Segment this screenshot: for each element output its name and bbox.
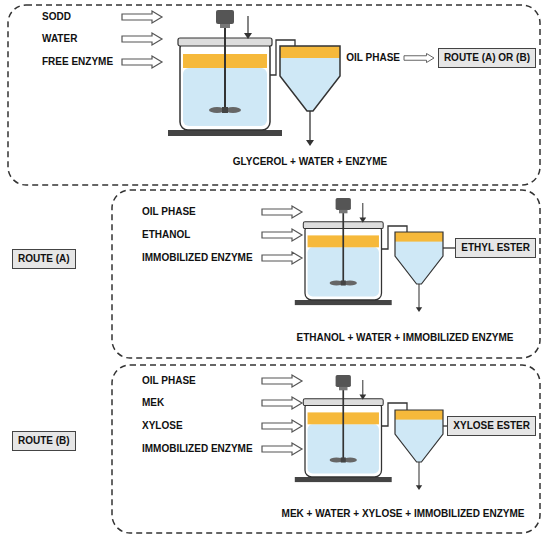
- feed-arrow: [122, 11, 162, 23]
- by-product-label: GLYCEROL + WATER + ENZYME: [233, 156, 387, 168]
- product-box: XYLOSE ESTER: [447, 416, 536, 436]
- route-tag: ROUTE (B): [12, 431, 76, 451]
- feed-arrow: [122, 33, 162, 45]
- product-box: ETHYL ESTER: [455, 238, 536, 258]
- stream-label: OIL PHASE: [346, 52, 400, 64]
- feed-label: FREE ENZYME: [42, 56, 113, 68]
- box-text: ETHYL ESTER: [461, 242, 530, 254]
- feed-arrow: [262, 397, 302, 409]
- by-product-label: ETHANOL + WATER + IMMOBILIZED ENZYME: [297, 332, 514, 344]
- box-text: ROUTE (A) OR (B): [444, 52, 530, 64]
- feed-label: OIL PHASE: [142, 206, 196, 218]
- feed-label: MEK: [142, 397, 164, 409]
- decanter-funnel: [395, 232, 443, 312]
- stage-frame: [8, 5, 540, 185]
- feed-label: IMMOBILIZED ENZYME: [142, 252, 253, 264]
- feed-label: XYLOSE: [142, 420, 183, 432]
- feed-label: IMMOBILIZED ENZYME: [142, 443, 253, 455]
- box-text: ROUTE (A): [18, 253, 70, 265]
- decanter-funnel: [395, 410, 443, 490]
- stage-frame: [112, 365, 540, 533]
- product-line: [443, 247, 455, 248]
- feed-label: ETHANOL: [142, 229, 190, 241]
- box-text: XYLOSE ESTER: [453, 420, 530, 432]
- stirred-reactor: [168, 10, 282, 136]
- route-tag: ROUTE (A): [12, 249, 76, 269]
- by-product-label: MEK + WATER + XYLOSE + IMMOBILIZED ENZYM…: [282, 508, 525, 520]
- feed-arrow: [262, 252, 302, 264]
- feed-arrow: [262, 229, 302, 241]
- feed-arrow: [262, 443, 302, 455]
- feed-arrow: [262, 206, 302, 218]
- stirred-reactor: [295, 375, 392, 482]
- box-text: ROUTE (B): [18, 435, 70, 447]
- decanter-funnel: [280, 46, 340, 146]
- feed-arrow: [262, 420, 302, 432]
- feed-arrow: [122, 56, 162, 68]
- feed-arrow: [262, 375, 302, 387]
- product-box: ROUTE (A) OR (B): [438, 48, 536, 68]
- stage-frame: [112, 190, 540, 358]
- feed-label: WATER: [42, 33, 77, 45]
- product-arrow: [404, 54, 434, 63]
- feed-label: SODD: [42, 11, 71, 23]
- feed-label: OIL PHASE: [142, 375, 196, 387]
- stirred-reactor: [295, 198, 392, 305]
